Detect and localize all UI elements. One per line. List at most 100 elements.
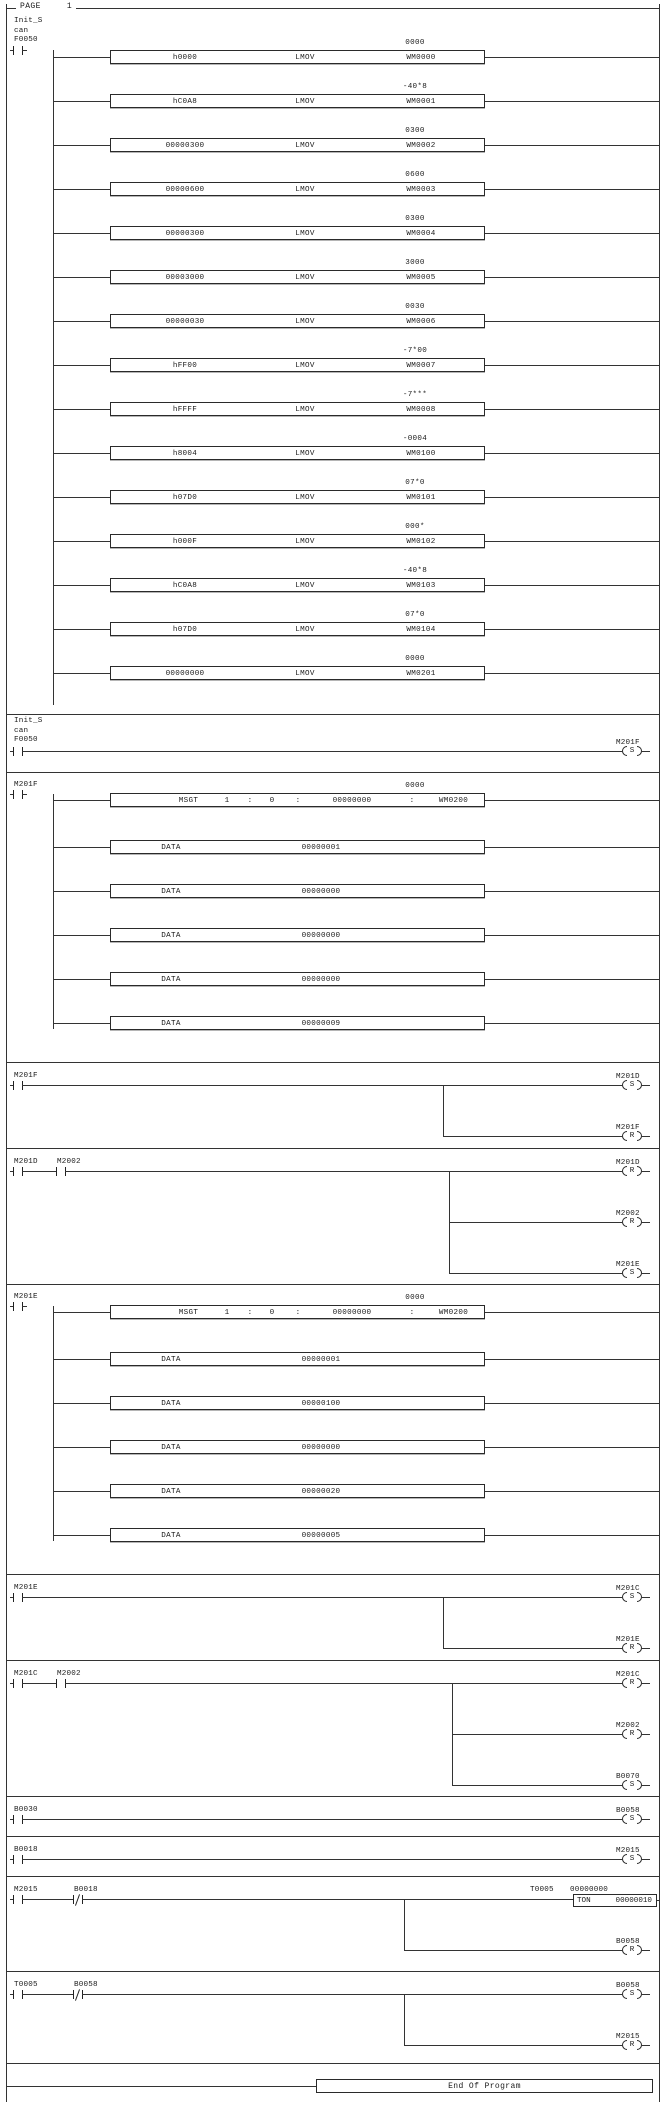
branch-stub-wire	[53, 629, 110, 630]
lmov-source-operand: 00000600	[165, 186, 205, 194]
branch-stub-wire	[485, 321, 659, 322]
contact-f0050[interactable]	[10, 46, 27, 55]
contact-m2002-b[interactable]	[53, 1679, 70, 1688]
instruction-annotation: 07*0	[405, 479, 425, 487]
coil-b0058-set[interactable]: S	[616, 1814, 650, 1824]
branch-stub-wire	[53, 189, 110, 190]
contact-m201e-b[interactable]	[10, 1593, 27, 1602]
branch-stub-wire	[53, 145, 110, 146]
rung-7-branch-wire	[443, 1648, 622, 1649]
coil-m2002-reset[interactable]: R	[616, 1217, 650, 1227]
coil-type-letter: R	[629, 1132, 635, 1140]
coil-type-letter: R	[629, 1679, 635, 1687]
coil-m201e-set[interactable]: S	[616, 1268, 650, 1278]
contact-t0005[interactable]	[10, 1990, 27, 1999]
left-power-rail	[6, 4, 7, 2102]
lmov-destination-operand: WM0006	[406, 318, 436, 326]
coil-b0058-set-b[interactable]: S	[616, 1989, 650, 1999]
branch-stub-wire	[53, 800, 110, 801]
data-label: DATA	[161, 888, 181, 896]
rung-11-timer-out	[657, 1900, 660, 1901]
contact-b0018[interactable]	[10, 1855, 27, 1864]
branch-stub-wire	[53, 935, 110, 936]
coil-b0058-reset[interactable]: R	[616, 1945, 650, 1955]
rung-12-top-separator	[6, 1971, 659, 1972]
contact-m201c[interactable]	[10, 1679, 27, 1688]
timer-block-ton[interactable]: TON 00000010	[573, 1894, 657, 1907]
instruction-annotation: 0300	[405, 215, 425, 223]
lmov-opcode: LMOV	[295, 626, 315, 634]
eop-wire	[6, 2086, 317, 2087]
coil-m201f-reset[interactable]: R	[616, 1131, 650, 1141]
contact-b0018-nc[interactable]	[70, 1894, 87, 1906]
coil-m201d-set[interactable]: S	[616, 1080, 650, 1090]
contact-f0050-b[interactable]	[10, 747, 27, 756]
coil-m2015-reset[interactable]: R	[616, 2040, 650, 2050]
branch-stub-wire	[53, 365, 110, 366]
contact-m201d[interactable]	[10, 1167, 27, 1176]
rung-11-input-label-1: M2015	[14, 1886, 38, 1894]
rung-7: M201E M201C S M201E R	[0, 1574, 667, 1660]
contact-b0058-nc[interactable]	[70, 1989, 87, 2001]
coil-m201c-reset[interactable]: R	[616, 1678, 650, 1688]
contact-m2002[interactable]	[53, 1167, 70, 1176]
page-label-text: PAGE	[20, 2, 41, 11]
coil-m2002-reset-b[interactable]: R	[616, 1729, 650, 1739]
contact-b0030[interactable]	[10, 1815, 27, 1824]
rung-5-interconnect	[26, 1171, 54, 1172]
instruction-annotation: 0030	[405, 303, 425, 311]
branch-stub-wire	[485, 585, 659, 586]
rung-8: M201C M2002 M201C R M2002 R B0070 S	[0, 1660, 667, 1796]
coil-label-m2015-reset: M2015	[616, 2033, 640, 2041]
contact-m201f[interactable]	[10, 790, 27, 799]
timer-op-label: TON	[577, 1897, 591, 1905]
coil-m201c-set[interactable]: S	[616, 1592, 650, 1602]
lmov-source-operand: h07D0	[172, 494, 198, 502]
init-scan-addr: F0050	[14, 36, 38, 44]
lmov-destination-operand: WM0003	[406, 186, 436, 194]
coil-m2015-set[interactable]: S	[616, 1854, 650, 1864]
contact-m201f-b[interactable]	[10, 1081, 27, 1090]
lmov-opcode: LMOV	[295, 98, 315, 106]
msgt-param-2: 0	[269, 797, 275, 805]
branch-stub-wire	[53, 541, 110, 542]
coil-label-m2015-set: M2015	[616, 1847, 640, 1855]
data-label: DATA	[161, 976, 181, 984]
rung-3-top-separator	[6, 772, 659, 773]
coil-m201e-reset[interactable]: R	[616, 1643, 650, 1653]
coil-b0070-set[interactable]: S	[616, 1780, 650, 1790]
coil-m201f-set[interactable]: S	[616, 746, 650, 756]
coil-type-letter: R	[629, 1730, 635, 1738]
contact-m2015[interactable]	[10, 1895, 27, 1904]
instruction-annotation: -7*00	[402, 347, 428, 355]
coil-m201d-reset[interactable]: R	[616, 1166, 650, 1176]
contact-m201e[interactable]	[10, 1302, 27, 1311]
